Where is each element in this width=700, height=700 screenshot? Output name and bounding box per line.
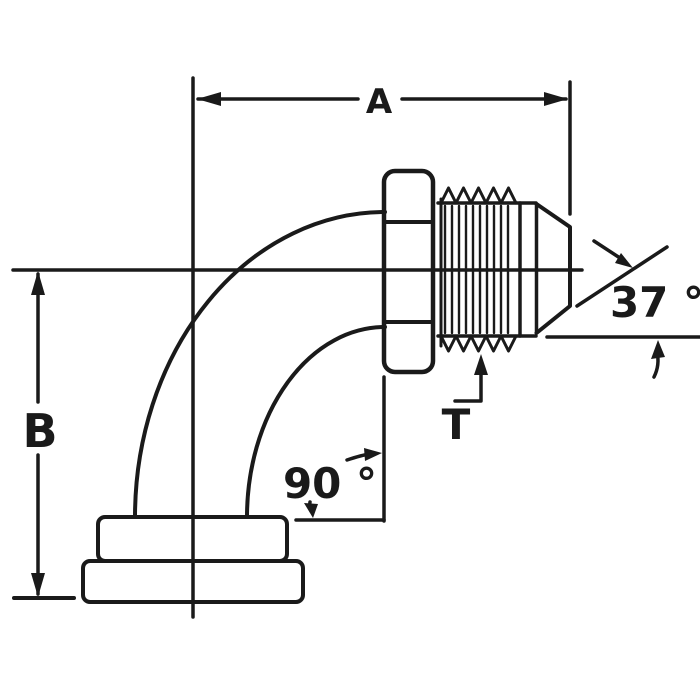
flare-angle-arrow-stem [592, 239, 622, 260]
flare-angle-annotation: 37 ° [545, 239, 700, 379]
dim-b-label: B [22, 404, 57, 458]
flare-cone-outline [534, 202, 572, 335]
thread-size-annotation: T [442, 354, 488, 449]
elbow-outer-contour [133, 210, 387, 519]
dim-a-arrow-left [197, 92, 221, 106]
thread-leader-line [453, 362, 483, 403]
angle-90-label: 90 ° [283, 459, 377, 508]
elbow-inner-contour [245, 325, 387, 519]
thread-size-label: T [442, 400, 471, 449]
flare-angle-slant-line [575, 245, 669, 308]
hex-nut [381, 168, 436, 375]
male-thread [436, 186, 538, 353]
thread-lines [443, 204, 510, 335]
thread-crest-top [439, 186, 518, 205]
angle-90-arrow-down [304, 503, 318, 518]
dimension-a: A [196, 80, 572, 216]
hex-nut-outline [381, 168, 436, 375]
dim-a-label: A [366, 82, 393, 122]
dim-b-arrow-top [31, 271, 45, 295]
angle-37-label: 37 ° [610, 278, 700, 327]
thread-leader-arrow [474, 354, 488, 375]
elbow-angle-annotation: 90 ° [283, 375, 386, 523]
elbow-body [133, 210, 387, 519]
dim-a-arrow-right [544, 92, 568, 106]
flange-base [81, 515, 305, 604]
thread-crest-bottom [439, 334, 518, 353]
flare-cone [534, 202, 572, 335]
dimension-b: B [12, 271, 76, 600]
dim-b-arrow-bottom [31, 573, 45, 597]
angle-90-arrow-right [364, 448, 382, 461]
flange-lower-step [81, 559, 305, 604]
flare-angle-arrow [615, 253, 633, 268]
flare-angle-up-arrow [651, 340, 665, 359]
